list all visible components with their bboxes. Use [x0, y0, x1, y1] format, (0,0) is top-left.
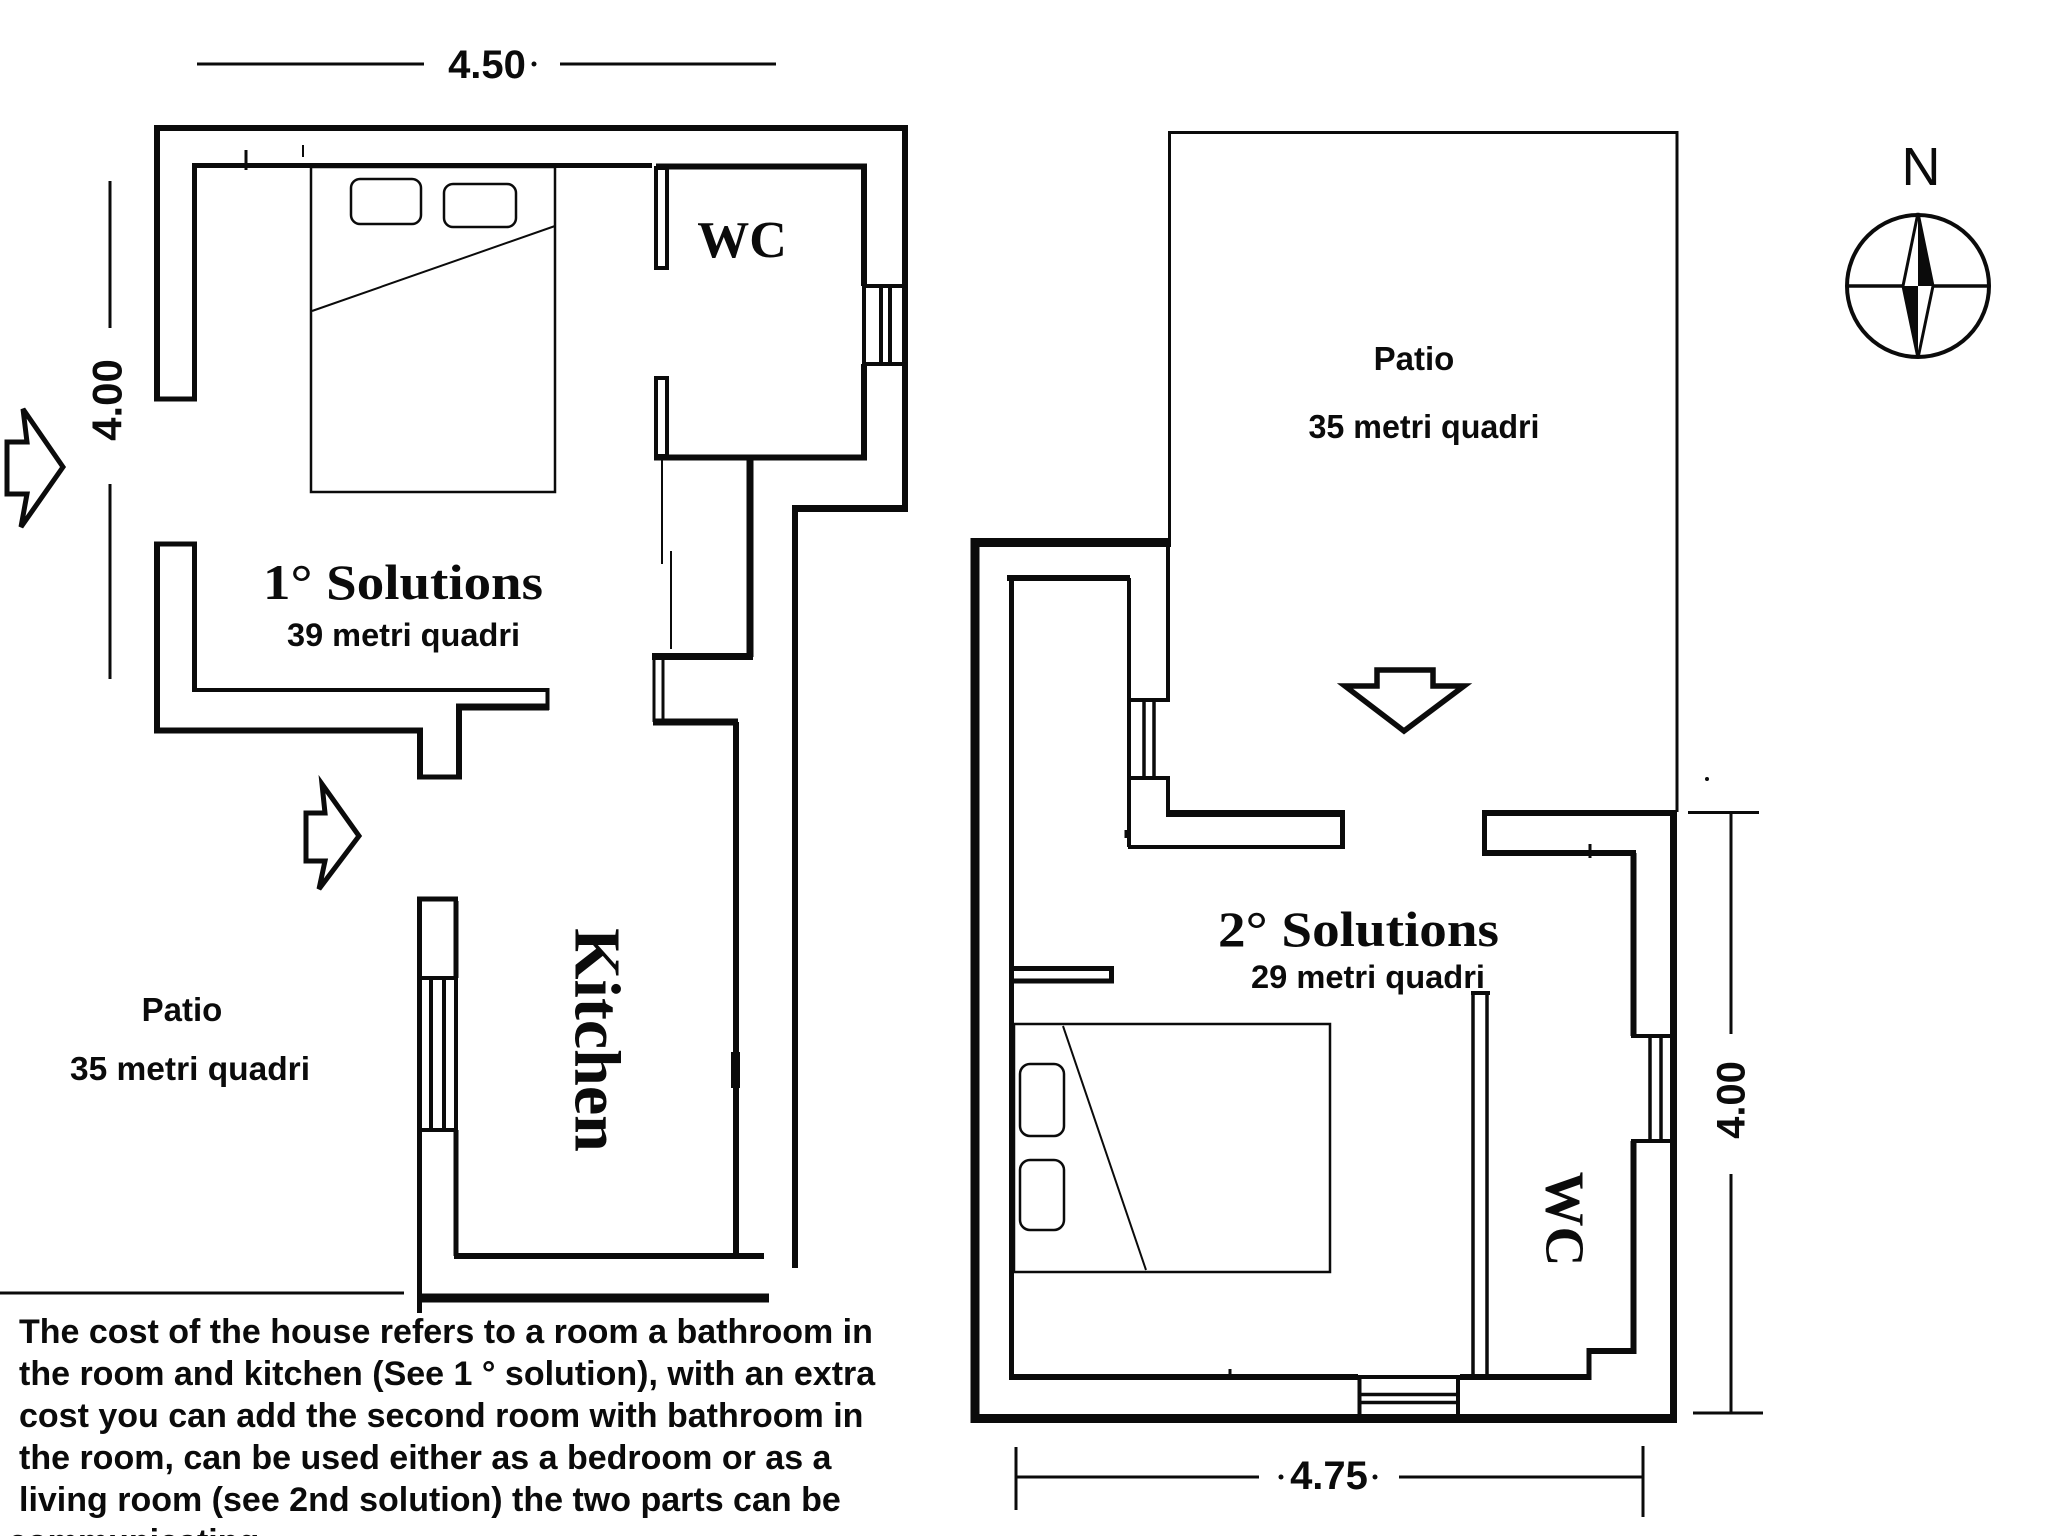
svg-text:4.00: 4.00: [1710, 1061, 1754, 1139]
svg-text:Patio: Patio: [142, 991, 223, 1028]
svg-text:WC: WC: [697, 212, 787, 269]
svg-text:cost you can add the second ro: cost you can add the second room with ba…: [19, 1397, 863, 1435]
svg-text:The cost of the house refers t: The cost of the house refers to a room a…: [19, 1313, 873, 1351]
svg-text:the room, can be used either a: the room, can be used either as a bedroo…: [19, 1439, 833, 1477]
svg-text:Patio: Patio: [1374, 340, 1455, 377]
svg-text:39 metri quadri: 39 metri quadri: [287, 617, 520, 653]
svg-text:29 metri quadri: 29 metri quadri: [1251, 959, 1485, 995]
svg-text:35 metri quadri: 35 metri quadri: [70, 1050, 310, 1087]
svg-text:1° Solutions: 1° Solutions: [263, 554, 543, 610]
svg-text:4.75: 4.75: [1290, 1454, 1368, 1498]
svg-text:Kitchen: Kitchen: [561, 928, 634, 1152]
svg-text:2° Solutions: 2° Solutions: [1218, 901, 1499, 957]
svg-text:4.50: 4.50: [448, 43, 526, 87]
svg-text:35 metri quadri: 35 metri quadri: [1309, 408, 1540, 445]
svg-text:4.00: 4.00: [84, 359, 131, 441]
svg-text:the room and kitchen (See 1 °: the room and kitchen (See 1 ° solution),…: [19, 1355, 876, 1393]
svg-text:WC: WC: [1535, 1172, 1596, 1267]
svg-text:communicating: communicating: [8, 1523, 259, 1536]
svg-text:N: N: [1902, 137, 1941, 197]
svg-text:living room (see 2nd solution): living room (see 2nd solution) the two p…: [19, 1481, 841, 1519]
